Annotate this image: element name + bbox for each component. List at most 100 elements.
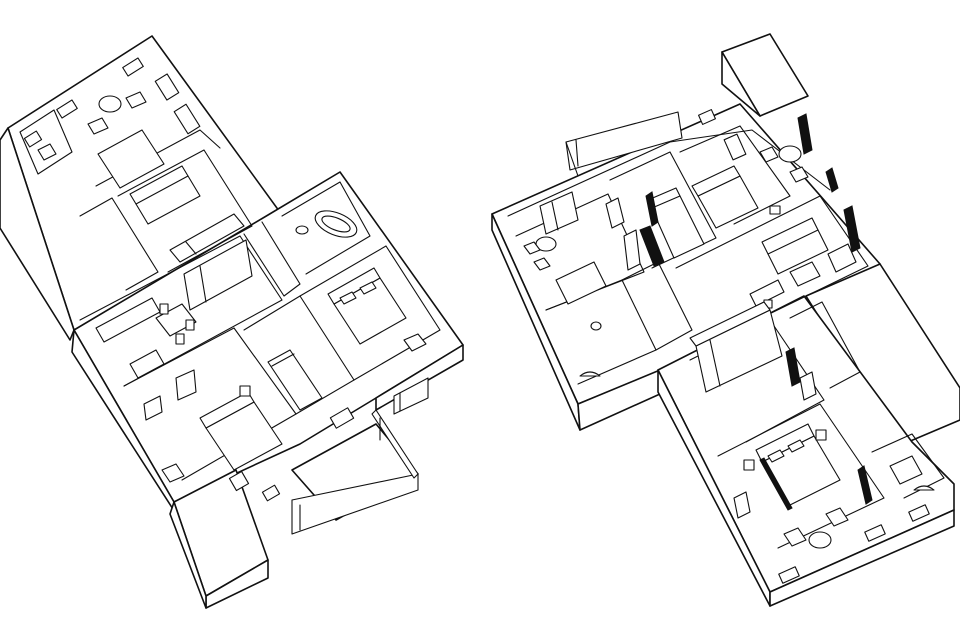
left-bathtub (314, 210, 358, 238)
left-dining-table (155, 303, 197, 337)
right-shower-tray (889, 455, 923, 485)
left-south-annex-front (169, 501, 207, 609)
right-wall-corridor (789, 301, 861, 389)
left-wall-living-north (117, 149, 253, 273)
right-nightstand-upper (769, 205, 781, 215)
right-window-5 (864, 524, 886, 542)
right-master-armchair-1 (783, 527, 807, 547)
left-wall-mid-divider (243, 221, 301, 297)
right-door-frame-upper (723, 133, 747, 161)
right-chair-upper-1 (759, 146, 779, 163)
right-lounge-table (789, 261, 821, 287)
left-tv-cabinet-dividers (185, 241, 197, 255)
left-window-5 (261, 484, 281, 502)
right-lounge-sofa-back (761, 217, 819, 255)
right-wall-closet (621, 261, 693, 351)
left-window-3 (23, 130, 43, 148)
right-master-pillow-1 (767, 449, 785, 463)
right-master-bed-frame (759, 457, 793, 511)
left-cabinet-3 (143, 395, 163, 421)
right-master-round-table (808, 531, 832, 549)
left-bath-sink (295, 225, 309, 235)
right-toilet-left (590, 321, 602, 331)
right-wardrobe-block (689, 301, 783, 393)
right-shower-basin (913, 485, 935, 491)
left-cabinet-2 (173, 103, 201, 135)
left-cabinet-1 (154, 73, 180, 101)
right-desk (749, 279, 785, 307)
left-floor-plan (0, 35, 464, 609)
right-cabinet-left-2 (623, 229, 641, 271)
right-round-table-upper (778, 145, 802, 163)
left-kitchen-tall-units (183, 239, 253, 311)
right-floor-plan (491, 33, 960, 607)
left-side-unit (175, 369, 197, 401)
right-north-tower-side (721, 51, 761, 117)
left-window-6 (228, 470, 250, 492)
left-master-pillow-1 (339, 291, 357, 305)
left-bathtub-inner (321, 215, 351, 233)
right-wardrobe-lines (551, 201, 559, 231)
right-door-1 (825, 167, 839, 193)
left-wall-kitchen (79, 235, 283, 387)
left-wall-stair (243, 295, 355, 415)
right-master-pillow-2 (787, 439, 805, 453)
left-kitchen-unit-lines (199, 265, 207, 303)
left-low-sofa (129, 349, 165, 379)
right-terrace (565, 111, 683, 177)
right-south-wing-bottom (769, 509, 955, 607)
right-chair-left-1 (523, 241, 541, 255)
left-window-4 (329, 407, 355, 429)
right-window-6 (908, 504, 930, 522)
right-staircase (639, 187, 705, 267)
left-dining-chair-2 (185, 319, 195, 331)
right-master-nightstand-2 (815, 429, 827, 441)
right-upper-bed-head (691, 165, 741, 197)
left-sofa-back (129, 165, 189, 205)
left-dining-chair-3 (175, 333, 185, 345)
left-bed-small (97, 129, 165, 189)
right-window-3 (843, 205, 861, 253)
left-wall-corridor (79, 197, 159, 291)
right-wall-master (717, 403, 885, 549)
left-floor-west-edge (0, 127, 75, 341)
left-wall-master-bed (299, 245, 441, 381)
left-sofa (135, 175, 201, 225)
right-door-2 (785, 347, 801, 387)
left-armchair-2 (87, 117, 109, 135)
left-window-2 (56, 99, 78, 119)
right-wall-lounge (675, 195, 869, 335)
left-toilet (37, 143, 57, 161)
right-window-4 (778, 566, 800, 584)
left-staircase (267, 349, 323, 411)
left-window-1 (122, 57, 144, 77)
left-armchair-1 (125, 91, 147, 109)
left-dining-chair-1 (159, 303, 169, 315)
right-chair-left-2 (533, 257, 551, 271)
right-master-nightstand-1 (743, 459, 755, 471)
right-cabinet-left (605, 197, 625, 229)
left-tv-cabinet (169, 213, 245, 263)
left-balcony (393, 377, 429, 415)
right-master-cabinet (733, 491, 751, 519)
right-basin-left (579, 371, 601, 377)
right-chair-upper-2 (789, 166, 809, 183)
left-master-armchair (403, 333, 427, 352)
left-terrace (291, 409, 419, 535)
right-office-cabinet (799, 371, 817, 401)
right-master-door (857, 465, 873, 505)
right-bath-tub-left (555, 261, 607, 305)
right-lounge-sofa (767, 229, 829, 275)
left-master-pillow-2 (359, 281, 377, 295)
left-round-table (98, 95, 122, 113)
left-wall-bathroom (19, 109, 73, 175)
right-window-2 (797, 113, 813, 155)
right-lounge-armchair (827, 243, 857, 273)
right-master-armchair-2 (825, 507, 849, 527)
right-wardrobe-small (539, 191, 579, 235)
left-bedroom-armchair (161, 463, 185, 483)
left-bedroom-nightstand (239, 385, 251, 397)
right-window-1 (698, 109, 716, 125)
left-wall-bath-room (281, 181, 371, 275)
